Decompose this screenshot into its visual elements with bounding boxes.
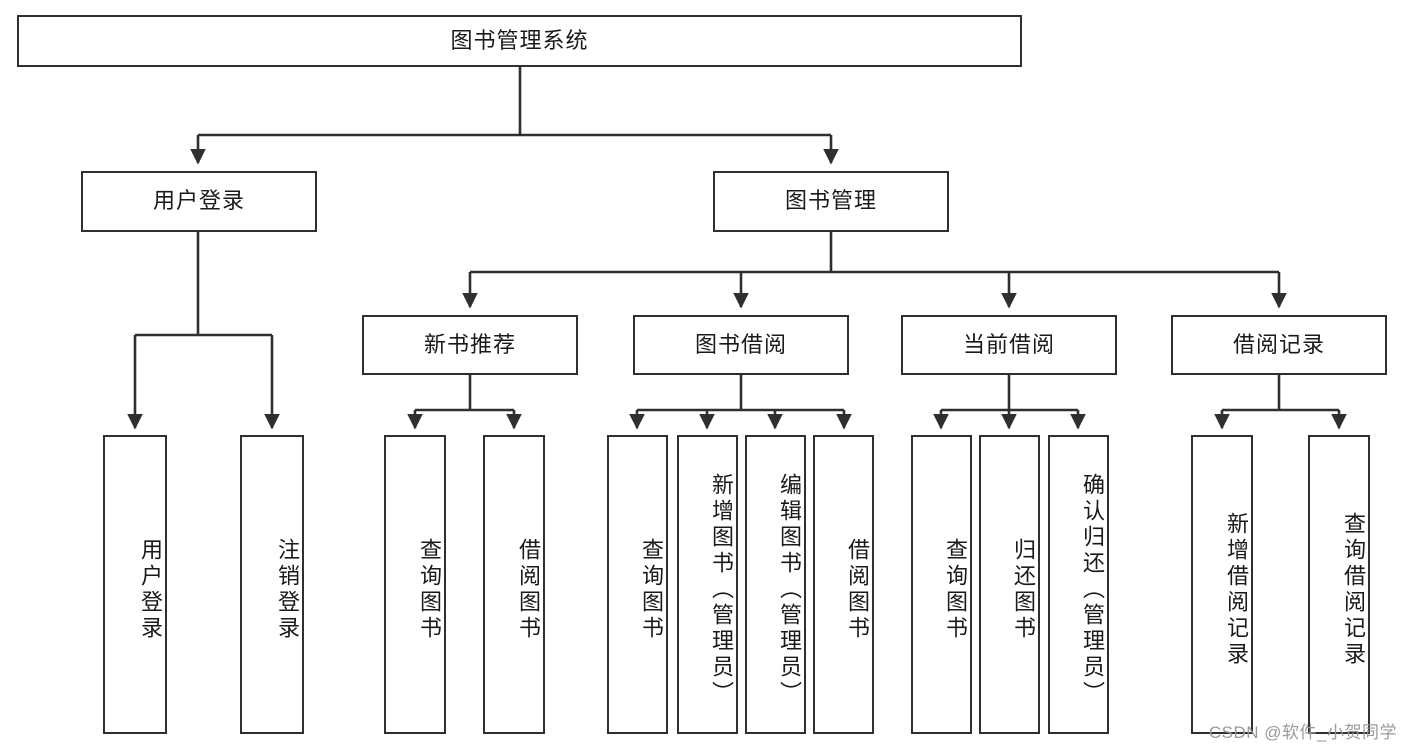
node-new-book-recommend-label: 新书推荐 [423,331,516,357]
node-current-borrow-label: 当前借阅 [962,331,1055,357]
node-leaf-query-book-1[interactable]: 查询图书 [384,435,446,734]
node-user-login[interactable]: 用户登录 [81,171,317,232]
node-root-system-label: 图书管理系统 [450,27,589,53]
node-leaf-return-book-label: 归还图书 [1011,537,1036,642]
node-leaf-borrow-book-1[interactable]: 借阅图书 [483,435,545,734]
node-leaf-logout-login-label: 注销登录 [275,537,300,642]
node-book-management-label: 图书管理 [784,188,877,214]
node-leaf-query-record[interactable]: 查询借阅记录 [1308,435,1370,734]
node-leaf-borrow-book-2[interactable]: 借阅图书 [813,435,874,734]
node-borrow-record-label: 借阅记录 [1232,331,1325,357]
node-root-system[interactable]: 图书管理系统 [17,15,1022,67]
node-leaf-add-book-label: 新增图书（管理员） [709,472,734,707]
node-book-management[interactable]: 图书管理 [713,171,949,232]
node-leaf-borrow-book-2-label: 借阅图书 [845,537,870,642]
node-leaf-query-record-label: 查询借阅记录 [1341,511,1366,668]
node-leaf-edit-book[interactable]: 编辑图书（管理员） [745,435,806,734]
node-leaf-query-book-3[interactable]: 查询图书 [911,435,972,734]
node-leaf-user-login-label: 用户登录 [138,537,163,642]
node-borrow-record[interactable]: 借阅记录 [1171,315,1387,375]
node-leaf-logout-login[interactable]: 注销登录 [240,435,304,734]
node-leaf-add-book[interactable]: 新增图书（管理员） [677,435,738,734]
node-leaf-user-login[interactable]: 用户登录 [103,435,167,734]
node-leaf-query-book-3-label: 查询图书 [943,537,968,642]
node-leaf-edit-book-label: 编辑图书（管理员） [777,472,802,707]
node-book-borrow-label: 图书借阅 [694,331,787,357]
node-new-book-recommend[interactable]: 新书推荐 [362,315,578,375]
node-user-login-label: 用户登录 [152,188,245,214]
csdn-watermark: CSDN @软件_小贺同学 [1208,723,1397,742]
node-leaf-add-record[interactable]: 新增借阅记录 [1191,435,1253,734]
node-book-borrow[interactable]: 图书借阅 [633,315,849,375]
node-leaf-confirm-return[interactable]: 确认归还（管理员） [1048,435,1109,734]
node-leaf-return-book[interactable]: 归还图书 [979,435,1040,734]
node-leaf-borrow-book-1-label: 借阅图书 [516,537,541,642]
node-leaf-query-book-2-label: 查询图书 [639,537,664,642]
node-current-borrow[interactable]: 当前借阅 [901,315,1117,375]
node-leaf-query-book-2[interactable]: 查询图书 [607,435,668,734]
node-leaf-confirm-return-label: 确认归还（管理员） [1080,472,1105,707]
node-leaf-add-record-label: 新增借阅记录 [1224,511,1249,668]
node-leaf-query-book-1-label: 查询图书 [417,537,442,642]
